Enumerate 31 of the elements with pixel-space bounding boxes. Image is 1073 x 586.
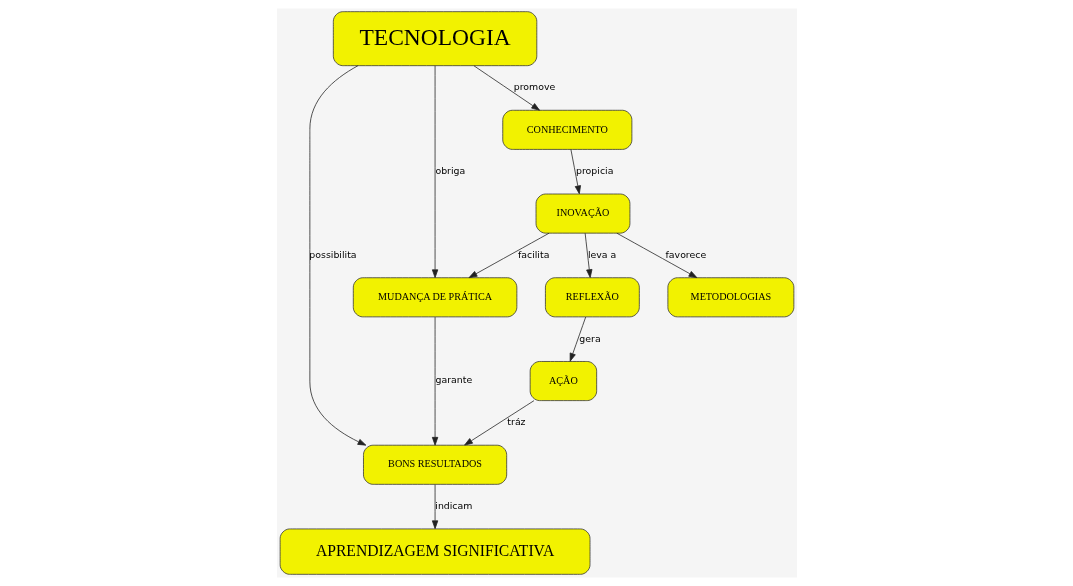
edge-label: tráz <box>506 416 526 428</box>
edge-label: facilita <box>517 248 549 260</box>
edge-label: indicam <box>434 500 472 512</box>
edge-label: obriga <box>434 165 465 177</box>
node-box: REFLEXÃO <box>544 277 640 318</box>
arrow <box>431 65 438 278</box>
arrow <box>616 232 697 278</box>
node-box: MUDANÇA DE PRÁTICA <box>352 277 517 318</box>
arrow <box>431 484 438 530</box>
node-box: METODOLOGIAS <box>667 277 794 318</box>
node-box: BONS RESULTADOS <box>362 444 507 485</box>
node-box: INOVAÇÃO <box>535 193 630 234</box>
node-box: CONHECIMENTO <box>501 109 632 150</box>
edge-label: favorece <box>665 248 706 260</box>
arrow <box>570 149 581 195</box>
node-box: TECNOLOGIA <box>332 11 537 67</box>
arrow <box>569 316 586 362</box>
node-box: APRENDIZAGEM SIGNIFICATIVA <box>279 528 590 575</box>
edge-label: promove <box>513 81 555 93</box>
arrow <box>463 400 534 446</box>
edge-label: propicia <box>575 165 613 177</box>
node-box: AÇÃO <box>529 361 597 401</box>
edge-label: leva a <box>587 248 616 260</box>
arrow <box>473 65 540 111</box>
edge-label: garante <box>435 374 472 386</box>
arrow <box>584 232 592 278</box>
arrow <box>468 232 549 278</box>
edge-label: possibilita <box>308 248 357 260</box>
edge-label: gera <box>578 332 601 344</box>
arrow <box>309 65 366 446</box>
arrow <box>431 316 438 446</box>
